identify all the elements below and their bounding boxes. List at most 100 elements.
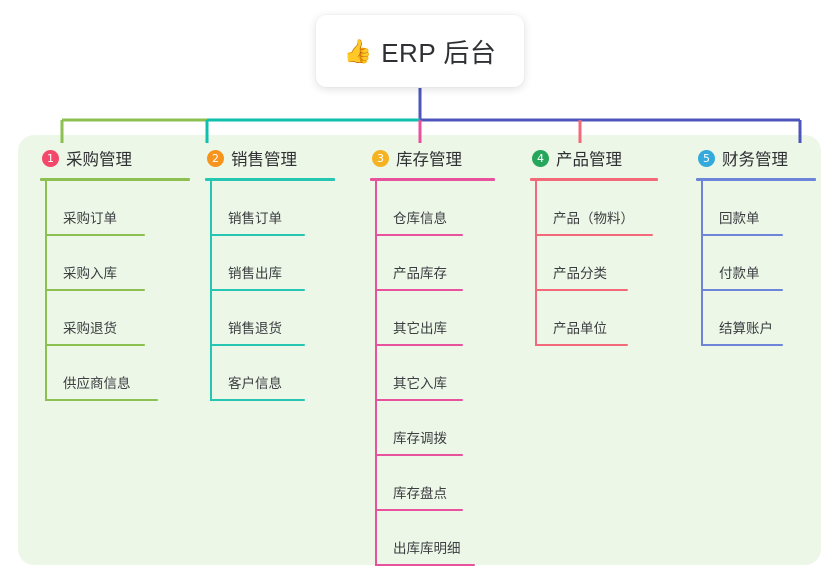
branches-panel-background [18, 135, 821, 565]
branch-item[interactable]: 客户信息 [205, 346, 335, 401]
branch-item-label: 库存调拨 [393, 431, 447, 446]
branch-item[interactable]: 其它出库 [370, 291, 495, 346]
branch-header-财务管理[interactable]: 5 财务管理 [696, 145, 816, 171]
branch-items-list: 产品（物料） 产品分类产品单位 [530, 181, 658, 346]
branch-item-label: 其它入库 [393, 376, 447, 391]
branch-header-采购管理[interactable]: 1 采购管理 [40, 145, 190, 171]
branch-item-underline [701, 234, 783, 236]
branch-spine-line [535, 181, 537, 346]
branch-item[interactable]: 销售订单 [205, 181, 335, 236]
branch-item[interactable]: 采购入库 [40, 236, 190, 291]
branch-item-underline [701, 344, 783, 346]
branch-item[interactable]: 产品单位 [530, 291, 658, 346]
branch-item-label: 产品（物料） [553, 211, 634, 226]
branch-header-产品管理[interactable]: 4 产品管理 [530, 145, 658, 171]
branch-item[interactable]: 销售出库 [205, 236, 335, 291]
branch-column-采购管理: 1 采购管理采购订单采购入库采购退货供应商信息 [40, 145, 190, 401]
branch-item-underline [535, 344, 628, 346]
branch-item[interactable]: 产品分类 [530, 236, 658, 291]
branch-item-label: 出库库明细 [393, 541, 461, 556]
branch-underline [205, 178, 335, 181]
thumbs-up-icon: 👍 [343, 37, 373, 64]
branch-item[interactable]: 出库库明细 [370, 511, 495, 566]
branch-item-underline [45, 234, 145, 236]
branch-title-label: 产品管理 [556, 151, 622, 169]
branch-item-label: 采购订单 [63, 211, 117, 226]
branch-number-badge: 1 [42, 149, 59, 167]
branch-spine-line [210, 181, 212, 401]
branch-item[interactable]: 回款单 [696, 181, 816, 236]
branch-item[interactable]: 付款单 [696, 236, 816, 291]
branch-number-badge: 4 [532, 149, 549, 167]
branch-item-label: 采购退货 [63, 321, 117, 336]
branch-header-销售管理[interactable]: 2 销售管理 [205, 145, 335, 171]
branch-column-财务管理: 5 财务管理回款单付款单结算账户 [696, 145, 816, 346]
branch-item-underline [701, 289, 783, 291]
branch-item[interactable]: 产品（物料） [530, 181, 658, 236]
branch-item-underline [535, 289, 628, 291]
branch-item-label: 产品分类 [553, 266, 607, 281]
branch-underline [370, 178, 495, 181]
branch-number-badge: 3 [372, 149, 389, 167]
branch-item[interactable]: 其它入库 [370, 346, 495, 401]
branch-item-underline [375, 454, 463, 456]
branch-number-badge: 2 [207, 149, 224, 167]
branch-item-label: 仓库信息 [393, 211, 447, 226]
branch-item[interactable]: 供应商信息 [40, 346, 190, 401]
branch-item[interactable]: 仓库信息 [370, 181, 495, 236]
branch-item-underline [375, 344, 463, 346]
branch-item-label: 销售退货 [228, 321, 282, 336]
branch-item-label: 产品库存 [393, 266, 447, 281]
branch-item-underline [375, 564, 475, 566]
branch-item-label: 销售订单 [228, 211, 282, 226]
root-title-group: 👍 ERP 后台 [344, 33, 497, 70]
branch-item-label: 销售出库 [228, 266, 282, 281]
branch-items-list: 回款单付款单结算账户 [696, 181, 816, 346]
branch-item-label: 回款单 [719, 211, 760, 226]
branch-item[interactable]: 销售退货 [205, 291, 335, 346]
branch-header-库存管理[interactable]: 3 库存管理 [370, 145, 495, 171]
branch-items-list: 采购订单采购入库采购退货供应商信息 [40, 181, 190, 401]
branch-item-underline [375, 289, 463, 291]
branch-item-underline [375, 509, 463, 511]
branch-item-underline [375, 234, 463, 236]
root-title-label: ERP 后台 [381, 37, 497, 68]
branch-item[interactable]: 库存调拨 [370, 401, 495, 456]
branch-underline [696, 178, 816, 181]
branch-item-underline [210, 234, 305, 236]
branches-container: 1 采购管理采购订单采购入库采购退货供应商信息 2 销售管理销售订单销售出库销售退货客… [18, 135, 821, 566]
branch-number-badge: 5 [698, 149, 715, 167]
branch-spine-line [701, 181, 703, 346]
branch-item[interactable]: 产品库存 [370, 236, 495, 291]
branch-items-list: 销售订单销售出库销售退货客户信息 [205, 181, 335, 401]
branch-title-label: 销售管理 [231, 151, 297, 169]
branch-item-underline [210, 289, 305, 291]
branch-title-label: 库存管理 [396, 151, 462, 169]
branch-item-label: 客户信息 [228, 376, 282, 391]
branch-item-underline [45, 399, 158, 401]
branch-item-underline [210, 399, 305, 401]
branch-spine-line [45, 181, 47, 401]
branch-title-label: 采购管理 [66, 151, 132, 169]
branch-item-label: 结算账户 [719, 321, 773, 336]
branch-item-label: 付款单 [719, 266, 760, 281]
branch-item-underline [535, 234, 653, 236]
root-node-card[interactable]: 👍 ERP 后台 [316, 15, 524, 87]
branch-item[interactable]: 采购订单 [40, 181, 190, 236]
branch-item[interactable]: 库存盘点 [370, 456, 495, 511]
branch-item-label: 采购入库 [63, 266, 117, 281]
branch-column-库存管理: 3 库存管理仓库信息产品库存其它出库其它入库库存调拨库存盘点出库库明细 [370, 145, 495, 566]
branch-column-销售管理: 2 销售管理销售订单销售出库销售退货客户信息 [205, 145, 335, 401]
branch-item-underline [210, 344, 305, 346]
branch-underline [530, 178, 658, 181]
branch-title-label: 财务管理 [722, 151, 788, 169]
branch-item[interactable]: 结算账户 [696, 291, 816, 346]
branch-item-label: 其它出库 [393, 321, 447, 336]
branch-item-underline [375, 399, 463, 401]
branch-item[interactable]: 采购退货 [40, 291, 190, 346]
branch-item-label: 供应商信息 [63, 376, 131, 391]
branch-item-label: 库存盘点 [393, 486, 447, 501]
branch-item-label: 产品单位 [553, 321, 607, 336]
branch-item-underline [45, 344, 145, 346]
branch-column-产品管理: 4 产品管理产品（物料） 产品分类产品单位 [530, 145, 658, 346]
